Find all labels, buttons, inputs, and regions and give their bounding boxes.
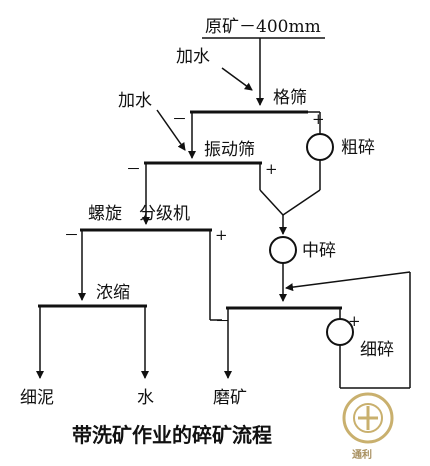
vibrating-minus: － [126, 160, 141, 178]
spiral-plus: + [215, 226, 228, 244]
fine-return-top [285, 271, 411, 292]
spiral-minus: － [64, 226, 79, 244]
water-arrow-1 [221, 67, 253, 91]
logo-cross-icon [358, 406, 378, 430]
vibrating-plus: + [265, 160, 278, 178]
grizzly-label: 格筛 [273, 88, 307, 108]
medium-crush-label: 中碎 [302, 241, 336, 261]
spiral-classifier-label: 螺旋 分级机 [88, 204, 190, 224]
feed-label: 原矿－400mm [205, 17, 321, 37]
logo-inner-ring-icon [353, 403, 383, 433]
coarse-crush-label: 粗碎 [341, 138, 375, 158]
logo-text: 通利 [352, 448, 372, 461]
product-slime: 细泥 [20, 388, 54, 408]
logo-ring-icon [342, 392, 394, 444]
water-label-2: 加水 [118, 91, 152, 111]
vibrating-oversize-merge [259, 189, 284, 216]
grizzly-minus: － [172, 110, 187, 128]
vibrating-screen-label: 振动筛 [204, 140, 255, 160]
fine-screen-minus: － [215, 312, 230, 330]
fine-crusher-circle [326, 318, 354, 346]
product-grinding: 磨矿 [213, 388, 247, 408]
coarse-crusher-circle [306, 133, 334, 161]
grizzly-plus: + [312, 110, 325, 128]
coarse-product-merge [282, 189, 321, 216]
logo-watermark: 通利 [342, 392, 394, 461]
thickening-label: 浓缩 [96, 283, 130, 303]
fine-crush-label: 细碎 [360, 340, 394, 360]
water-label-1: 加水 [176, 47, 210, 67]
medium-crusher-circle [269, 236, 297, 264]
product-water: 水 [137, 388, 154, 408]
figure-caption: 带洗矿作业的碎矿流程 [72, 423, 272, 447]
water-arrow-2 [156, 109, 186, 151]
